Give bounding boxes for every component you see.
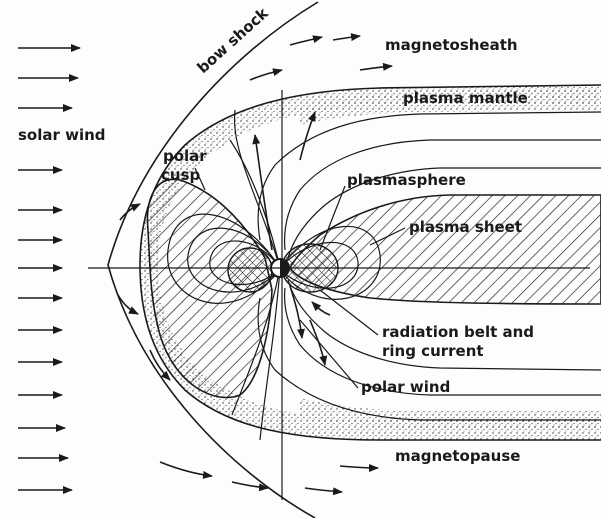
radiation-belt-label-line1: radiation belt and	[382, 323, 534, 341]
plasmasphere-region-dayside	[228, 248, 272, 292]
sheath-flow-arrow	[360, 66, 392, 70]
polar-cusp-label-line1: polar	[163, 147, 207, 165]
sheath-flow-arrow	[160, 462, 212, 476]
plasma-sheet-label: plasma sheet	[409, 218, 522, 236]
plasma-mantle-region-lower	[300, 398, 601, 428]
magnetopause-label: magnetopause	[395, 447, 520, 465]
radiation-belt-label-line2: ring current	[382, 342, 484, 360]
polar-cusp-label-line2: cusp	[161, 166, 200, 184]
sheath-flow-arrow	[250, 70, 282, 80]
plasmasphere-label: plasmasphere	[347, 171, 466, 189]
magnetosheath-label: magnetosheath	[385, 36, 518, 54]
plasma-mantle-label: plasma mantle	[403, 89, 528, 107]
polar-wind-label: polar wind	[361, 378, 450, 396]
polar-wind-arrow	[310, 320, 325, 365]
sheath-flow-arrow	[340, 466, 378, 468]
solar-wind-arrows	[18, 48, 80, 490]
sheath-flow-arrow	[290, 37, 322, 45]
sheath-flow-arrow	[305, 488, 342, 492]
solar-wind-label: solar wind	[18, 126, 106, 144]
sheath-flow-arrow	[333, 36, 360, 40]
inflow-arrow	[312, 302, 330, 315]
